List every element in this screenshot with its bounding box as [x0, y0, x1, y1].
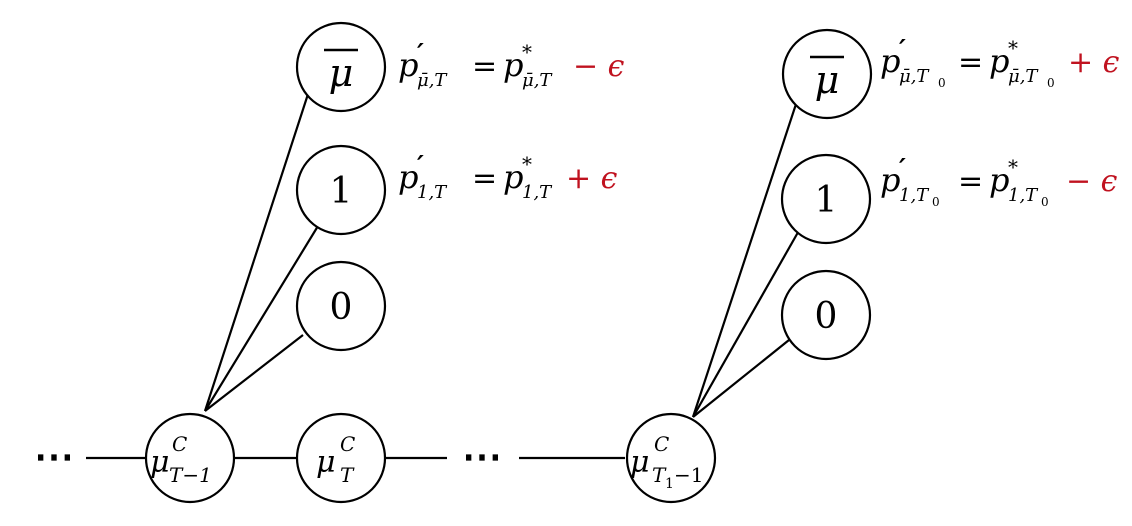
root-sub-tail: −1: [674, 463, 703, 487]
rhs-star: *: [1008, 155, 1018, 179]
node-left-zero: [295, 260, 387, 352]
lhs-prime: ′: [417, 151, 424, 181]
root-sup: C: [654, 432, 669, 456]
node-left-one: [295, 144, 387, 236]
rhs-sub-main: 1,T: [1008, 185, 1039, 206]
lhs-base: p: [880, 161, 900, 199]
rhs-star: *: [522, 152, 532, 176]
equals: =: [472, 49, 497, 84]
equals: =: [958, 45, 983, 80]
label-right-root: μ C T 1 −1: [630, 432, 703, 492]
equation-left-mubar: p ′ μ̄,T = p * μ̄,T − ϵ: [398, 39, 625, 91]
root-sub-main: T: [652, 463, 667, 487]
label-left-root: μ C T−1: [150, 432, 212, 487]
label-right-one: 1: [815, 180, 838, 221]
label-left-one: 1: [330, 171, 353, 212]
rhs-sub: μ̄,T: [522, 70, 553, 91]
rhs-base: p: [503, 158, 523, 196]
equation-right-one: p ′ 1,T 0 = p * 1,T 0 − ϵ: [880, 154, 1118, 209]
lhs-sub: 1,T: [417, 182, 448, 203]
equals: =: [472, 161, 497, 196]
next-sup: C: [340, 432, 355, 456]
root-sup: C: [172, 432, 187, 456]
rhs-base: p: [989, 42, 1009, 80]
lhs-sub-main: 1,T: [899, 185, 930, 206]
node-left-mubar: [295, 21, 387, 113]
rhs-sub-index: 0: [1047, 76, 1055, 90]
node-right-zero: [780, 269, 872, 361]
ellipsis-middle: ⋯: [462, 433, 502, 480]
rhs-star: *: [1008, 36, 1018, 60]
lhs-prime: ′: [899, 154, 906, 184]
nodes: [144, 21, 873, 504]
edge-left-root-to-one: [204, 225, 319, 412]
perturbation-minus-epsilon: − ϵ: [573, 49, 625, 84]
lhs-sub-index: 0: [938, 76, 946, 90]
next-base: μ: [316, 445, 336, 480]
node-right-mubar: [781, 28, 873, 120]
edge-right-root-to-zero: [692, 339, 790, 418]
edge-right-root-to-mubar: [691, 97, 800, 418]
node-right-root: [625, 412, 717, 504]
ellipsis-left: ⋯: [34, 433, 74, 480]
perturbation-plus-epsilon: + ϵ: [566, 161, 618, 196]
perturbation-plus-epsilon: + ϵ: [1068, 45, 1120, 80]
lhs-sub-main: μ̄,T: [899, 66, 930, 87]
root-base: μ: [150, 445, 170, 480]
label-right-mubar: μ: [810, 55, 844, 102]
root-sub-index: 1: [665, 476, 674, 492]
label-right-zero: 0: [815, 296, 838, 337]
node-right-one: [780, 153, 872, 245]
rhs-sub-index: 0: [1041, 195, 1049, 209]
label-left-next: μ C T: [316, 432, 355, 487]
rhs-base: p: [503, 46, 523, 84]
node-left-next: [295, 412, 387, 504]
lhs-base: p: [398, 158, 418, 196]
equation-right-mubar: p ′ μ̄,T 0 = p * μ̄,T 0 + ϵ: [880, 35, 1120, 90]
edge-left-root-to-mubar: [203, 90, 311, 412]
equation-left-one: p ′ 1,T = p * 1,T + ϵ: [398, 151, 618, 203]
rhs-base: p: [989, 161, 1009, 199]
root-sub: T−1: [169, 463, 212, 487]
root-base: μ: [630, 445, 650, 480]
lhs-base: p: [880, 42, 900, 80]
lhs-prime: ′: [899, 35, 906, 65]
rhs-sub-main: μ̄,T: [1008, 66, 1039, 87]
mu-symbol: μ: [815, 58, 840, 102]
rhs-sub: 1,T: [522, 182, 553, 203]
lhs-sub: μ̄,T: [417, 70, 448, 91]
lhs-base: p: [398, 46, 418, 84]
label-left-zero: 0: [330, 287, 353, 328]
edge-right-root-to-one: [692, 226, 802, 418]
node-left-root: [144, 412, 236, 504]
edge-left-root-to-zero: [204, 334, 304, 412]
mu-symbol: μ: [329, 51, 354, 95]
lhs-sub-index: 0: [932, 195, 940, 209]
rhs-star: *: [522, 40, 532, 64]
edges: [86, 90, 802, 460]
next-sub: T: [340, 463, 355, 487]
lhs-prime: ′: [417, 39, 424, 69]
perturbation-minus-epsilon: − ϵ: [1066, 164, 1118, 199]
equals: =: [958, 164, 983, 199]
label-left-mubar: μ: [324, 48, 358, 95]
